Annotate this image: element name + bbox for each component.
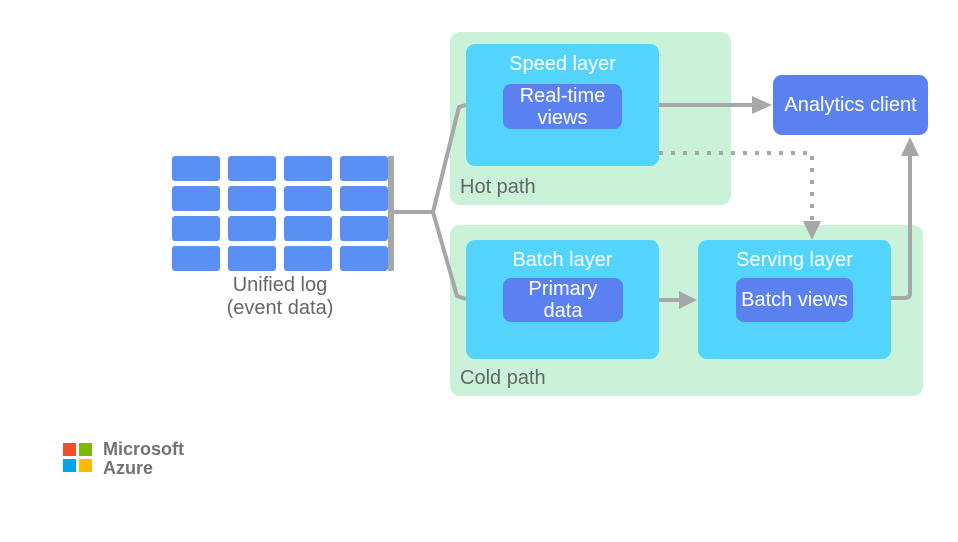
log-grid-cell	[340, 186, 388, 211]
hot-path-label: Hot path	[460, 176, 536, 198]
log-grid-cell	[284, 246, 332, 271]
unified-log-caption-line1: Unified log	[232, 274, 328, 296]
log-grid-cell	[284, 156, 332, 181]
batch-layer-title: Batch layer	[512, 249, 613, 271]
analytics-client-label: Analytics client	[784, 93, 917, 116]
real-time-views-label: Real-time views	[519, 84, 606, 129]
log-grid-cell	[228, 246, 276, 271]
log-grid-cell	[340, 156, 388, 181]
ms-square-blue	[63, 459, 76, 472]
arrow-speed-to-analytics-head-icon	[752, 96, 772, 114]
log-grid-cell	[228, 186, 276, 211]
serving-layer-title: Serving layer	[736, 249, 853, 271]
speed-layer-title: Speed layer	[509, 53, 616, 75]
log-grid-cell	[228, 216, 276, 241]
ms-square-red	[63, 443, 76, 456]
microsoft-logo-icon	[63, 443, 92, 472]
ms-square-green	[79, 443, 92, 456]
log-grid-cell	[340, 246, 388, 271]
log-grid-cell	[228, 156, 276, 181]
ms-square-yellow	[79, 459, 92, 472]
microsoft-azure-wordmark: Microsoft Azure	[103, 440, 184, 478]
primary-data-label: Primary data	[528, 278, 598, 322]
unified-log-caption: Unified log (event data)	[172, 274, 388, 320]
microsoft-azure-logo: Microsoft Azure	[63, 440, 184, 478]
batch-views-label: Batch views	[741, 289, 848, 311]
log-grid-cell	[172, 246, 220, 271]
cold-path-label: Cold path	[460, 367, 546, 389]
unified-log-bus-bar	[388, 156, 394, 271]
log-grid-cell	[284, 216, 332, 241]
log-grid-cell	[172, 156, 220, 181]
log-grid-cell	[284, 186, 332, 211]
azure-wordmark-line: Azure	[103, 458, 154, 478]
primary-data-box: Primary data	[503, 278, 623, 322]
microsoft-wordmark-line: Microsoft	[103, 439, 184, 459]
arrow-serving-to-analytics-head-icon	[901, 137, 919, 156]
log-grid-cell	[172, 216, 220, 241]
analytics-client-box: Analytics client	[773, 75, 928, 135]
unified-log-grid	[172, 156, 388, 271]
unified-log-caption-line2: (event data)	[226, 297, 334, 319]
log-grid-cell	[172, 186, 220, 211]
log-grid-cell	[340, 216, 388, 241]
real-time-views-box: Real-time views	[503, 84, 622, 129]
batch-views-box: Batch views	[736, 278, 853, 322]
